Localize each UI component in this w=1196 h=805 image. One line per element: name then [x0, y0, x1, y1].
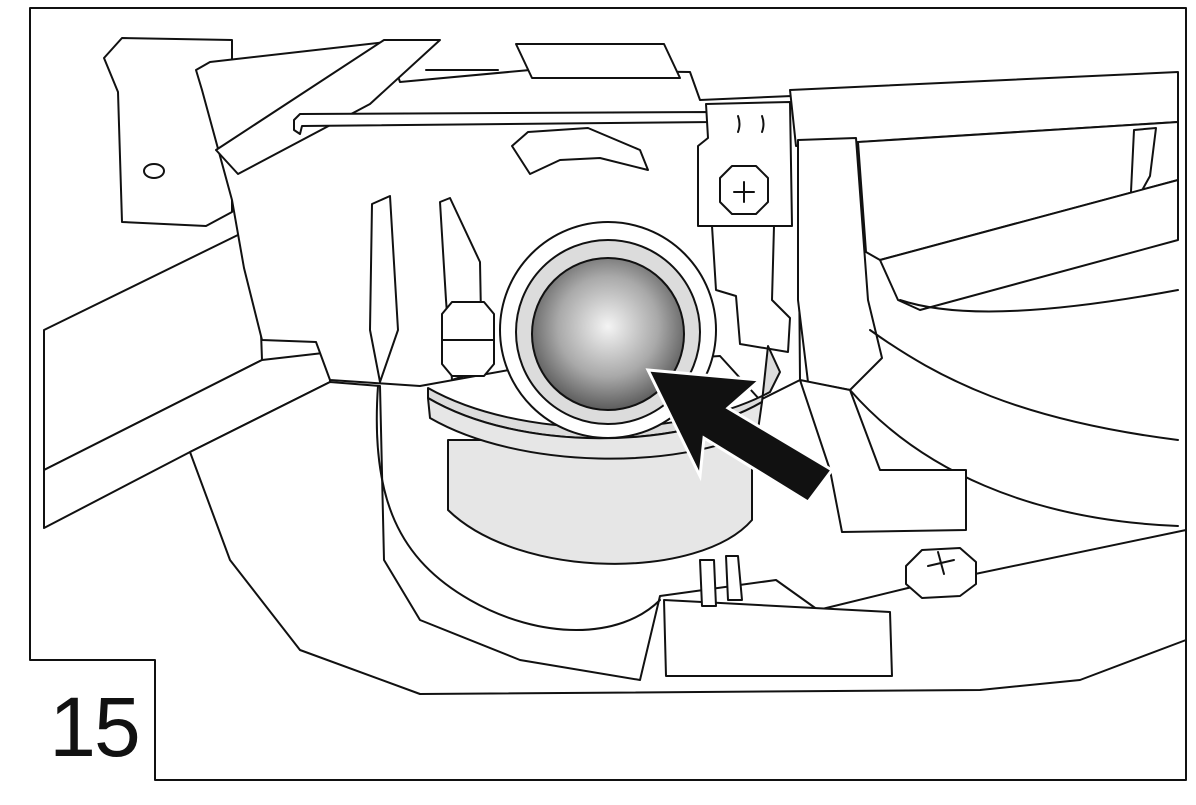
top-plate-slot [515, 43, 681, 79]
right-post [797, 137, 883, 391]
housing-cutout [511, 127, 649, 175]
figure-frame [29, 7, 1187, 781]
fin-left [369, 195, 399, 383]
tension-rod [293, 111, 715, 135]
pointer-arrow-icon [645, 368, 835, 504]
hex-bolt-bottom [905, 547, 977, 599]
hose-top [899, 289, 1179, 313]
lens-collar-band [427, 397, 763, 460]
step-number: 15 [49, 680, 140, 774]
right-lower-rail [879, 179, 1179, 311]
top-plate-left [215, 39, 441, 175]
clip-marks [737, 115, 765, 133]
bracket-hole [143, 163, 165, 179]
hose-upper [869, 329, 1179, 441]
bolt-cross-bottom-v [937, 551, 945, 575]
bottom-stems [699, 555, 743, 607]
lower-inner-curve [375, 385, 661, 631]
lens-bulb [531, 257, 685, 411]
lens-bracket [711, 225, 791, 353]
bottom-block [663, 599, 893, 677]
hose-lower [849, 389, 1179, 527]
lens-bowl [447, 439, 753, 565]
right-block [799, 379, 967, 533]
